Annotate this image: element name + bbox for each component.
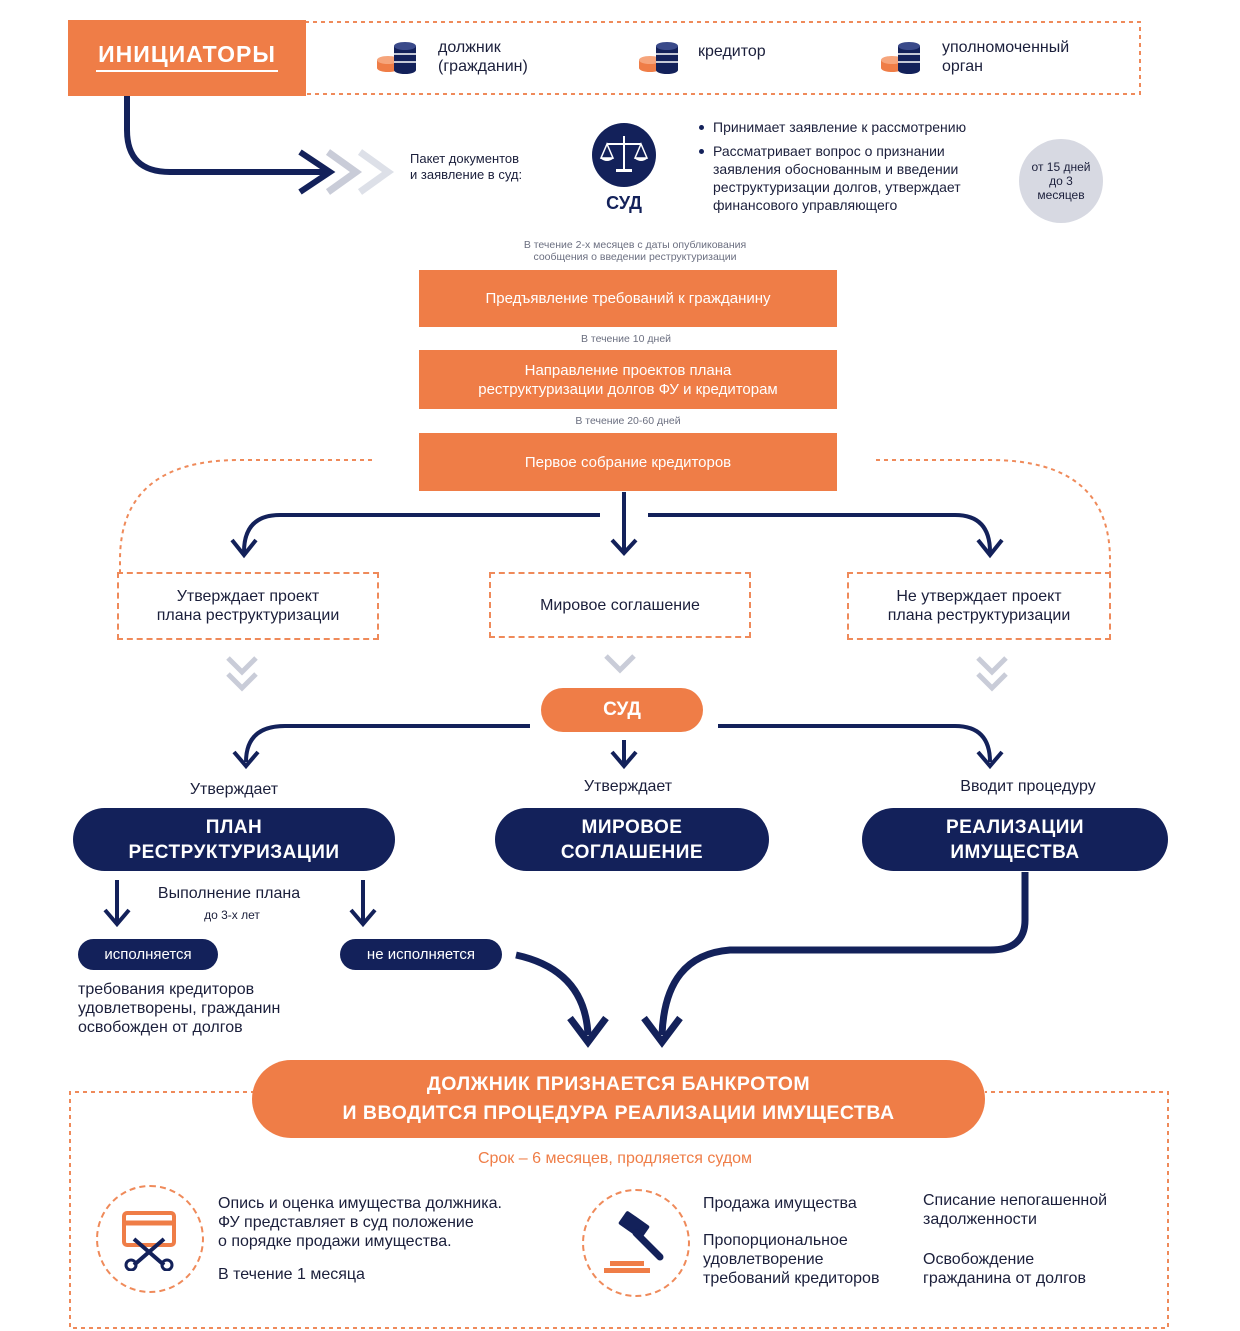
decision-restructuring-plan: ПЛАН РЕСТРУКТУРИЗАЦИИ: [73, 808, 395, 871]
step-note: В течение 2-х месяцев с даты опубликован…: [523, 239, 747, 263]
writeoff-text: Списание непогашенной задолженности: [923, 1192, 1108, 1228]
sale-text: Продажа имущества: [703, 1195, 857, 1212]
court-label: СУД: [606, 193, 642, 213]
step-first-meeting: Первое собрание кредиторов: [419, 433, 837, 491]
court-duty-item: Рассматривает вопрос о признании заявлен…: [697, 142, 1007, 214]
term-badge: от 15 дней до 3 месяцев: [1019, 139, 1103, 223]
step-label: Направление проектов плана реструктуриза…: [478, 361, 778, 398]
status-not-fulfilled-label: не исполняется: [366, 946, 476, 963]
coins-stack-icon: [377, 42, 416, 74]
status-not-fulfilled: не исполняется: [340, 939, 502, 970]
plan-execution-term: до 3-х лет: [204, 908, 260, 922]
proportional-text: Пропорциональное удовлетворение требован…: [703, 1232, 880, 1287]
outcome-settlement: [489, 572, 751, 638]
initiator-debtor-label: должник (гражданин): [438, 39, 528, 75]
outcome-settlement-label: Мировое соглашение: [540, 596, 700, 614]
inventory-term: В течение 1 месяца: [218, 1266, 365, 1283]
coins-stack-icon: [639, 42, 678, 74]
bankruptcy-term: Срок – 6 месяцев, продляется судом: [477, 1150, 753, 1167]
step-note: В течение 20-60 дней: [575, 415, 681, 427]
outcome-approves-label: Утверждает проект плана реструктуризации: [156, 588, 340, 624]
fulfilled-result: требования кредиторов удовлетворены, гра…: [78, 981, 281, 1036]
outcome-rejects-label: Не утверждает проект плана реструктуриза…: [887, 588, 1071, 624]
coins-stack-icon: [881, 42, 920, 74]
decision-label: ПЛАН РЕСТРУКТУРИЗАЦИИ: [128, 816, 340, 863]
release-text: Освобождение гражданина от долгов: [923, 1251, 1086, 1287]
initiator-authority: уполномоченный орган: [880, 36, 1120, 80]
initiator-creditor-label: кредитор: [698, 43, 766, 60]
step-plan-drafts: Направление проектов плана реструктуриза…: [419, 350, 837, 409]
status-fulfilled: исполняется: [78, 939, 218, 970]
court-second: СУД: [541, 688, 703, 732]
scales-icon: [592, 123, 656, 187]
step-claims: Предъявление требований к гражданину: [419, 270, 837, 327]
title-underline: [96, 69, 278, 72]
term-badge-text: от 15 дней до 3 месяцев: [1031, 160, 1091, 202]
inventory-icon-circle: [96, 1185, 204, 1293]
decision-settlement: МИРОВОЕ СОГЛАШЕНИЕ: [495, 808, 769, 871]
status-fulfilled-label: исполняется: [104, 946, 192, 963]
decision-caption: Утверждает: [583, 778, 673, 795]
decision-property-sale: РЕАЛИЗАЦИИ ИМУЩЕСТВА: [862, 808, 1168, 871]
card-scissors-icon: [122, 1211, 176, 1271]
outcome-approves: [117, 572, 379, 640]
initiators-title: ИНИЦИАТОРЫ: [98, 40, 276, 67]
step-label: Первое собрание кредиторов: [524, 453, 732, 471]
step-note: В течение 10 дней: [580, 333, 672, 345]
decision-caption: Вводит процедуру: [960, 778, 1096, 795]
decision-label: МИРОВОЕ СОГЛАШЕНИЕ: [560, 816, 704, 863]
package-text: Пакет документов и заявление в суд:: [410, 151, 523, 182]
bankruptcy-label: ДОЛЖНИК ПРИЗНАЕТСЯ БАНКРОТОМ И ВВОДИТСЯ …: [342, 1073, 895, 1124]
court-duties: Принимает заявление к рассмотрению Рассм…: [697, 118, 1007, 220]
outcome-rejects: [847, 572, 1111, 640]
decision-label: РЕАЛИЗАЦИИ ИМУЩЕСТВА: [945, 816, 1085, 863]
court-duty-item: Принимает заявление к рассмотрению: [697, 118, 1007, 136]
gavel-icon: [604, 1211, 664, 1273]
initiator-authority-label: уполномоченный орган: [942, 39, 1070, 75]
step-label: Предъявление требований к гражданину: [485, 290, 771, 307]
inventory-text: Опись и оценка имущества должника. ФУ пр…: [218, 1195, 502, 1250]
gavel-icon-circle: [582, 1189, 690, 1297]
decision-caption: Утверждает: [189, 781, 279, 798]
initiator-creditor: кредитор: [638, 36, 838, 80]
initiators-header: ИНИЦИАТОРЫ: [68, 20, 306, 96]
bankruptcy-banner: ДОЛЖНИК ПРИЗНАЕТСЯ БАНКРОТОМ И ВВОДИТСЯ …: [252, 1060, 985, 1138]
initiator-debtor: должник (гражданин): [376, 36, 596, 80]
court-second-label: СУД: [603, 699, 641, 720]
plan-execution-title: Выполнение плана: [157, 885, 301, 902]
